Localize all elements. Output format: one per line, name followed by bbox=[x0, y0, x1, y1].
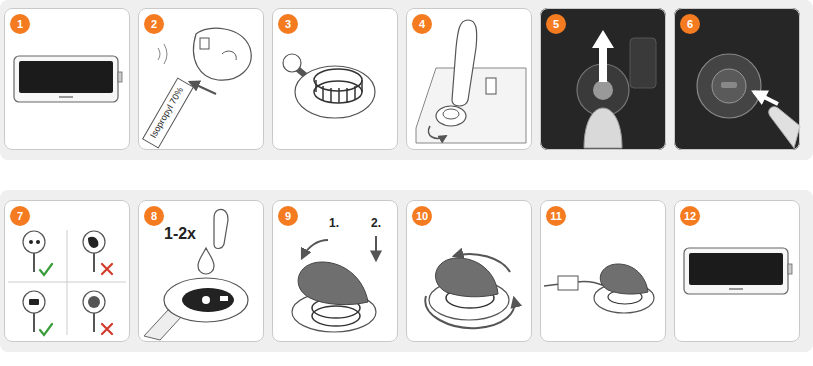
step-panel: 10 bbox=[406, 200, 532, 342]
row-band bbox=[0, 0, 813, 160]
callout-number: 8 bbox=[144, 206, 164, 226]
step-note: 2. bbox=[371, 217, 381, 230]
step-panel: 5 bbox=[540, 8, 666, 150]
callout-number: 10 bbox=[412, 206, 432, 226]
step-panel: 6 bbox=[674, 8, 800, 150]
step-panel: 8 bbox=[138, 200, 264, 342]
device-figure bbox=[684, 248, 792, 294]
step-panel: 12 bbox=[674, 200, 800, 342]
row-band bbox=[0, 190, 813, 352]
ring-figure bbox=[283, 54, 375, 118]
step-panel: 3 bbox=[272, 8, 398, 150]
step-panel: 1 bbox=[4, 8, 130, 150]
callout-number: 6 bbox=[680, 14, 700, 34]
callout-number: 9 bbox=[278, 206, 298, 226]
callout-number: 5 bbox=[546, 14, 566, 34]
callout-number: 11 bbox=[546, 206, 566, 226]
pad-place-figure bbox=[292, 236, 376, 332]
step-panel: 4 bbox=[406, 8, 532, 150]
wipe-figure bbox=[143, 28, 251, 148]
press-figure bbox=[697, 54, 800, 148]
pin-check-figure bbox=[8, 230, 126, 335]
twist-figure bbox=[425, 254, 514, 328]
step-note: 1-2x bbox=[164, 225, 196, 243]
callout-number: 4 bbox=[412, 14, 432, 34]
callout-number: 3 bbox=[278, 14, 298, 34]
callout-number: 2 bbox=[144, 14, 164, 34]
step-panel: 7 bbox=[4, 200, 130, 342]
callout-number: 12 bbox=[680, 206, 700, 226]
apply-figure bbox=[416, 20, 526, 143]
callout-number: 1 bbox=[10, 14, 30, 34]
callout-number: 7 bbox=[10, 206, 30, 226]
device-figure bbox=[14, 56, 122, 102]
drop-figure bbox=[144, 209, 248, 340]
tape-figure bbox=[544, 264, 654, 313]
remove-figure bbox=[577, 30, 656, 148]
step-panel: 11 bbox=[540, 200, 666, 342]
packet-text: Isopropyl 70% bbox=[149, 86, 186, 140]
step-note: 1. bbox=[329, 217, 339, 230]
